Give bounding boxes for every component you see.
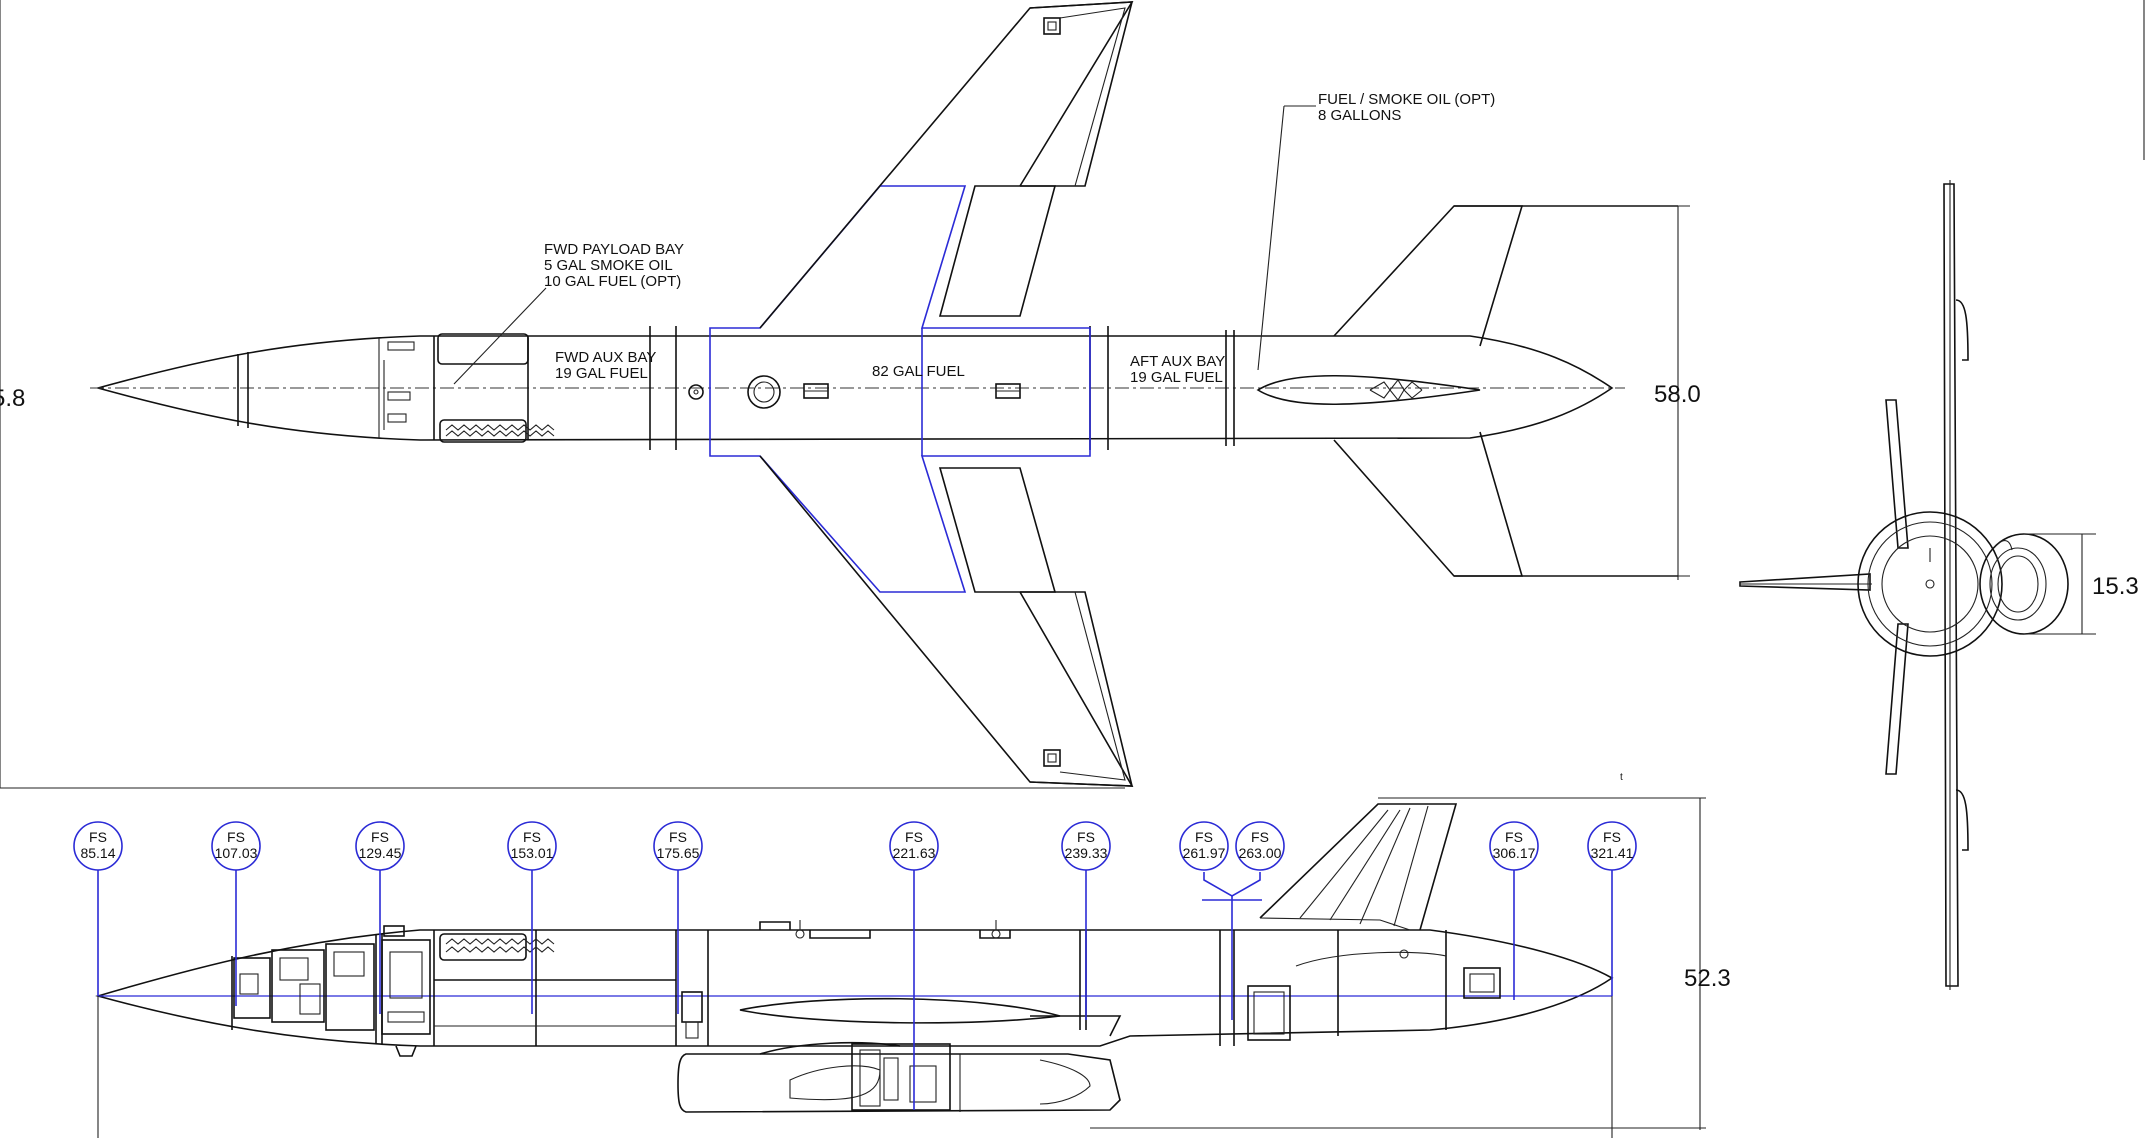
station-marker: FS 107.03 <box>211 821 261 871</box>
intake-height-dimension: 15.3 <box>2092 573 2139 600</box>
aft-aux-bay-label: AFT AUX BAY <box>1130 353 1225 370</box>
station-marker: FS 85.14 <box>73 821 123 871</box>
main-fuel-label: 82 GAL FUEL <box>872 363 965 380</box>
svg-text:306.17: 306.17 <box>1493 845 1536 861</box>
svg-text:261.97: 261.97 <box>1183 845 1226 861</box>
small-mark: t <box>1620 772 1623 783</box>
station-marker: FS 153.01 <box>507 821 557 871</box>
side-engine-pod <box>677 1053 1121 1113</box>
overall-height-dimension: 52.3 <box>1684 965 1731 992</box>
fwd-payload-smoke-label: 5 GAL SMOKE OIL <box>544 257 673 274</box>
front-view: 15.3 t <box>1620 0 2145 990</box>
plan-tail-upper <box>1333 205 1678 337</box>
svg-text:221.63: 221.63 <box>893 845 936 861</box>
station-marker: FS 261.97 <box>1179 821 1229 871</box>
station-marker: FS 129.45 <box>355 821 405 871</box>
fwd-payload-fuel-label: 10 GAL FUEL (OPT) <box>544 273 681 290</box>
side-fuselage <box>95 929 1614 1047</box>
svg-text:FS: FS <box>89 829 107 845</box>
fwd-aux-bay-label: FWD AUX BAY <box>555 349 656 366</box>
aft-aux-fuel-label: 19 GAL FUEL <box>1130 369 1223 386</box>
side-view: 52.3 <box>95 797 1731 1138</box>
span-partial-dimension: 5.8 <box>0 385 25 412</box>
side-vertical-tail <box>1259 803 1458 931</box>
svg-text:175.65: 175.65 <box>657 845 700 861</box>
svg-text:FS: FS <box>1251 829 1269 845</box>
station-marker: FS 175.65 <box>653 821 703 871</box>
station-marker: FS 263.00 <box>1235 821 1285 871</box>
svg-text:239.33: 239.33 <box>1065 845 1108 861</box>
svg-text:FS: FS <box>905 829 923 845</box>
station-marker: FS 306.17 <box>1489 821 1539 871</box>
svg-text:FS: FS <box>1195 829 1213 845</box>
fwd-aux-fuel-label: 19 GAL FUEL <box>555 365 648 382</box>
svg-text:FS: FS <box>1077 829 1095 845</box>
svg-text:FS: FS <box>669 829 687 845</box>
fuel-smoke-label: FUEL / SMOKE OIL (OPT) <box>1318 91 1495 108</box>
svg-text:85.14: 85.14 <box>80 845 115 861</box>
fuel-smoke-gallons-label: 8 GALLONS <box>1318 107 1401 124</box>
front-fuselage <box>1857 511 2003 657</box>
plan-wing-lower <box>759 455 1134 787</box>
station-marker: FS 239.33 <box>1061 821 1111 871</box>
svg-text:129.45: 129.45 <box>359 845 402 861</box>
svg-text:FS: FS <box>371 829 389 845</box>
svg-text:107.03: 107.03 <box>215 845 258 861</box>
svg-text:321.41: 321.41 <box>1591 845 1634 861</box>
plan-fuselage <box>94 335 1614 441</box>
svg-text:FS: FS <box>1505 829 1523 845</box>
tail-span-dimension: 58.0 <box>1654 381 1701 408</box>
svg-text:153.01: 153.01 <box>511 845 554 861</box>
svg-text:FS: FS <box>1603 829 1621 845</box>
station-marker: FS 221.63 <box>889 821 939 871</box>
fuselage-stations: FS 85.14 FS 107.03 FS 129.45 FS 153.01 F… <box>73 821 1637 1110</box>
svg-text:263.00: 263.00 <box>1239 845 1282 861</box>
plan-view: FWD PAYLOAD BAY 5 GAL SMOKE OIL 10 GAL F… <box>0 0 1701 789</box>
svg-text:FS: FS <box>523 829 541 845</box>
fwd-payload-bay-label: FWD PAYLOAD BAY <box>544 241 684 258</box>
plan-tail-lower <box>1333 439 1678 577</box>
plan-wing-structure <box>709 185 1091 593</box>
svg-text:FS: FS <box>227 829 245 845</box>
plan-wing-upper <box>759 1 1134 329</box>
station-marker: FS 321.41 <box>1587 821 1637 871</box>
